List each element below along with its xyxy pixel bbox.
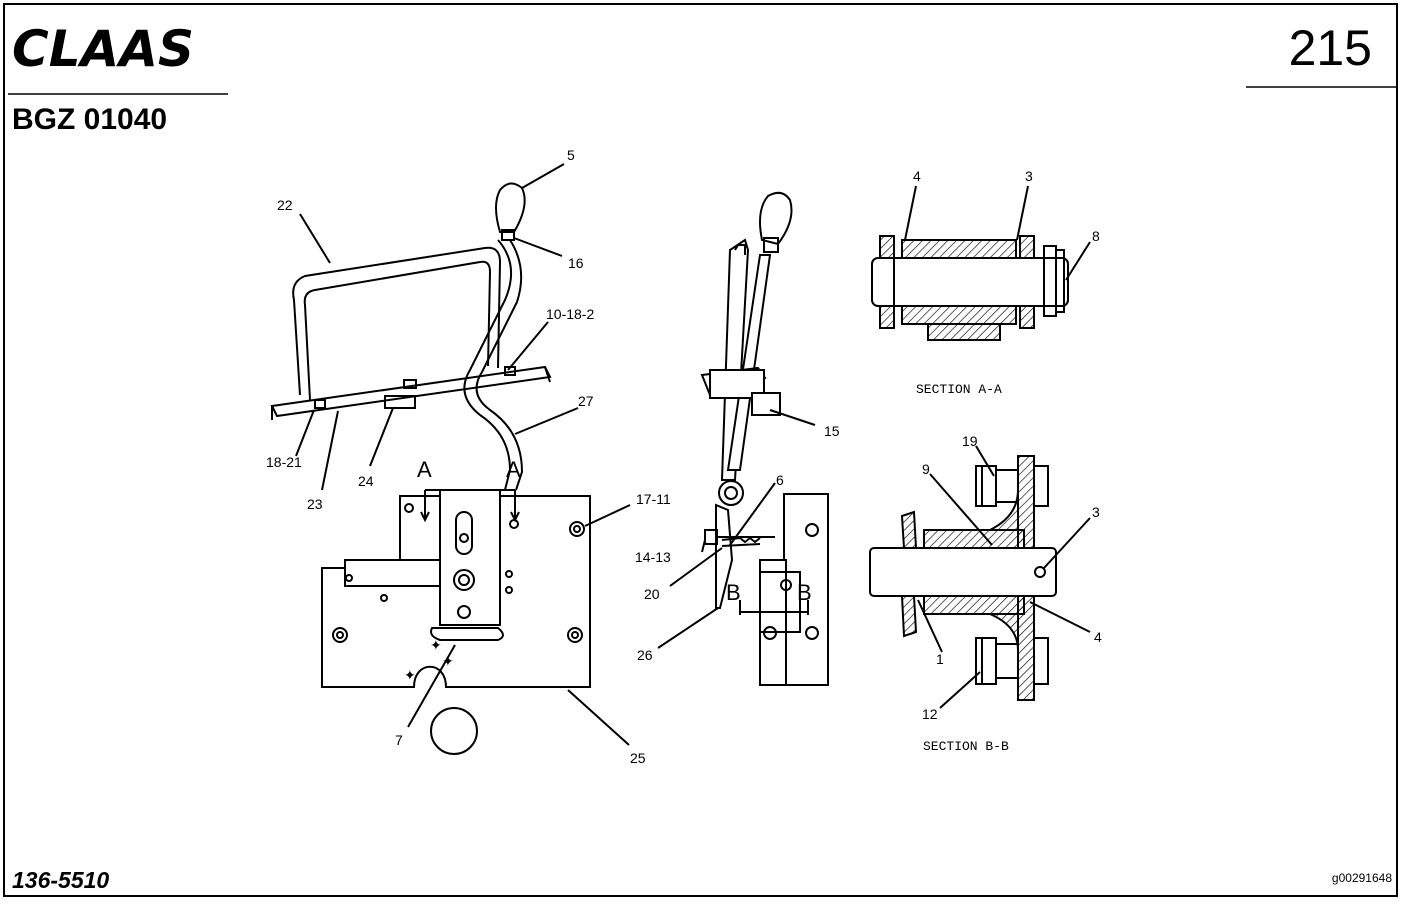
section-b-b-drawing: [869, 445, 1091, 709]
gear-lever-assembly-view: [270, 163, 631, 755]
locator-mark-top: ✦: [430, 637, 442, 653]
callout-6: 6: [776, 472, 784, 488]
callout-16: 16: [568, 255, 584, 271]
callout-18-21: 18-21: [266, 454, 302, 470]
section-a-a-drawing: [871, 185, 1091, 341]
section-b-callout-3: 3: [1092, 504, 1100, 520]
image-reference: g00291648: [1332, 871, 1392, 885]
page-frame: [3, 3, 1398, 897]
callout-22: 22: [277, 197, 293, 213]
callout-14-13: 14-13: [635, 549, 671, 565]
callout-23: 23: [307, 496, 323, 512]
callout-24: 24: [358, 473, 374, 489]
callout-26: 26: [637, 647, 653, 663]
locator-mark-center: ✦: [442, 653, 454, 669]
section-a-a-title: SECTION A-A: [916, 382, 1002, 397]
section-b-callout-19: 19: [962, 433, 978, 449]
group-code: BGZ 01040: [12, 103, 167, 136]
view-marker-a-right: A: [506, 457, 521, 482]
section-b-callout-9: 9: [922, 461, 930, 477]
section-b-b-title: SECTION B-B: [923, 739, 1009, 754]
callout-10-18-2: 10-18-2: [546, 306, 594, 322]
callout-27: 27: [578, 393, 594, 409]
view-marker-b-right: B: [797, 580, 812, 605]
section-a-callout-4: 4: [913, 168, 921, 184]
brand-logo: CLAAS: [12, 20, 194, 78]
lever-side-view: [657, 191, 829, 686]
section-a-callout-8: 8: [1092, 228, 1100, 244]
callout-20: 20: [644, 586, 660, 602]
callout-15: 15: [824, 423, 840, 439]
section-b-callout-12: 12: [922, 706, 938, 722]
part-number: 136-5510: [12, 867, 109, 893]
page-number: 215: [1289, 20, 1372, 76]
callout-5: 5: [567, 147, 575, 163]
callout-17-11: 17-11: [636, 491, 671, 507]
view-marker-a-left: A: [417, 457, 432, 482]
callout-25: 25: [630, 750, 646, 766]
section-b-callout-1: 1: [936, 651, 944, 667]
callout-7: 7: [395, 732, 403, 748]
section-b-callout-4: 4: [1094, 629, 1102, 645]
section-a-callout-3: 3: [1025, 168, 1033, 184]
locator-mark-left: ✦: [404, 667, 416, 683]
view-marker-b-left: B: [726, 580, 741, 605]
